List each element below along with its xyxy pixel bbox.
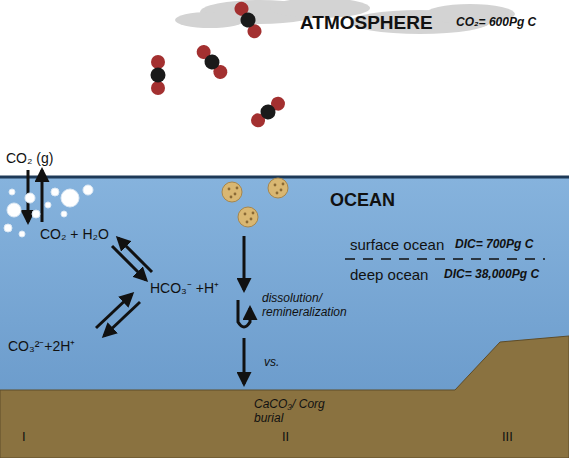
region-title: OCEAN (330, 190, 395, 211)
zone-number: II (282, 430, 289, 445)
process-label: CaCO₃/ Corg burial (254, 398, 344, 426)
process-label: vs. (264, 356, 279, 370)
reservoir-value: CO₂= 600Pg C (456, 16, 536, 30)
reservoir-value: DIC= 38,000Pg C (444, 268, 539, 282)
layer-name: deep ocean (350, 266, 428, 283)
reservoir-value: DIC= 700Pg C (455, 238, 533, 252)
chemical-species: CO₂ (g) (6, 150, 53, 166)
chemical-species: CO₂ + H₂O (40, 226, 109, 242)
zone-number: III (502, 430, 513, 445)
region-title: ATMOSPHERE (300, 12, 433, 34)
layer-name: surface ocean (350, 236, 444, 253)
chemical-species: CO₃²⁻+2H⁺ (8, 338, 75, 354)
process-label: dissolution/ remineralization (262, 292, 372, 320)
chemical-species: HCO₃⁻ +H⁺ (150, 280, 219, 296)
zone-number: I (22, 430, 26, 445)
